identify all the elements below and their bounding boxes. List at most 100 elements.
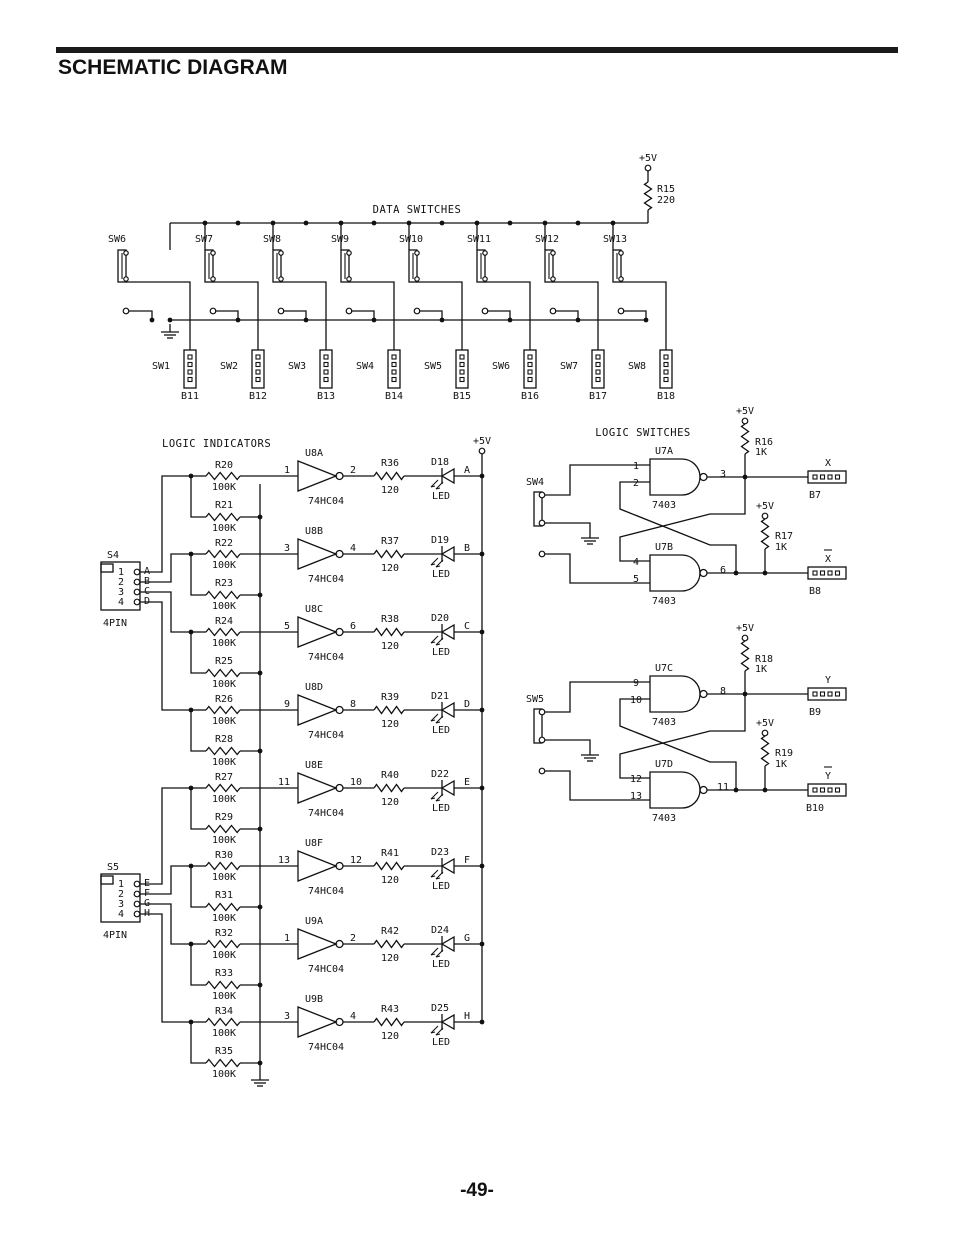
resistor-ref: R34 — [215, 1006, 233, 1017]
terminal — [482, 250, 488, 256]
pin-number: 2 — [350, 465, 356, 476]
terminal — [133, 880, 141, 888]
pin-number: 2 — [633, 478, 639, 489]
resistor-value: 100K — [212, 757, 236, 768]
connector-B11 — [183, 349, 197, 389]
connector-ref: B8 — [809, 586, 821, 597]
gate-ref: U8E — [305, 760, 323, 771]
inverter-U8E — [297, 772, 344, 804]
terminal — [550, 250, 556, 256]
resistor-ref: R36 — [381, 458, 399, 469]
resistor-value: 120 — [381, 641, 399, 652]
junction-dot — [507, 220, 513, 226]
inversion-bubble — [699, 785, 708, 795]
junction-dot — [257, 592, 263, 598]
chip-label: 74HC04 — [308, 964, 344, 975]
resistor-value: 1K — [775, 542, 787, 553]
connector-ref: S5 — [107, 862, 119, 873]
connector-ref: B15 — [453, 391, 471, 402]
vcc-terminal: +5V — [736, 623, 754, 642]
junction-dot — [507, 317, 513, 323]
terminal — [741, 634, 749, 642]
led-ref: D25 — [431, 1003, 449, 1014]
terminal — [133, 588, 141, 596]
resistor-value: 100K — [212, 1069, 236, 1080]
inverter-U8F — [297, 850, 344, 882]
vcc-terminal: +5V — [736, 406, 754, 425]
led-ref: D23 — [431, 847, 449, 858]
resistor-value: 220 — [657, 195, 675, 206]
data-switches-section: DATA SWITCHES+5VR15220SW6SW1B11SW7SW2B12… — [108, 153, 675, 402]
connector-body — [100, 873, 141, 923]
chip-label: 74HC04 — [308, 652, 344, 663]
chip-label: 7403 — [652, 500, 676, 511]
terminal — [644, 164, 652, 172]
page-number: -49- — [460, 1180, 494, 1201]
chip-label: 74HC04 — [308, 886, 344, 897]
signal-label: X — [825, 554, 831, 565]
terminal — [617, 307, 625, 315]
resistor-value: 100K — [212, 950, 236, 961]
connector-ref: B18 — [657, 391, 675, 402]
pin-number: 1 — [633, 461, 639, 472]
signal-label: B — [464, 543, 470, 554]
connector-ref: B14 — [385, 391, 403, 402]
junction-dot — [303, 220, 309, 226]
junction-dot — [257, 1060, 263, 1066]
ground-symbol — [581, 530, 599, 545]
junction-dot — [371, 317, 377, 323]
terminal — [538, 708, 546, 716]
gate-ref: U8B — [305, 526, 323, 537]
led-label: LED — [432, 647, 450, 658]
switch-label: SW8 — [263, 234, 281, 245]
led-label: LED — [432, 725, 450, 736]
inverter-U9A — [297, 928, 344, 960]
resistor-value: 100K — [212, 794, 236, 805]
junction-dot — [479, 551, 485, 557]
junction-dot — [733, 570, 739, 576]
pin-number: 10 — [630, 695, 642, 706]
slide-switch-symbol — [204, 249, 216, 283]
latch-SW5: SW5U7C74039108U7D7403121311+5VR181K+5VR1… — [526, 623, 847, 824]
resistor-value: 100K — [212, 679, 236, 690]
junction-dot — [542, 220, 548, 226]
resistor-value: 100K — [212, 991, 236, 1002]
led-ref: D21 — [431, 691, 449, 702]
pin-number: 1 — [118, 567, 124, 578]
led-symbol — [430, 857, 455, 880]
junction-dot — [257, 982, 263, 988]
slide-switch-symbol — [408, 249, 420, 283]
gate-ref: U8D — [305, 682, 323, 693]
slide-switch-symbol — [476, 249, 488, 283]
pin-number: 8 — [720, 686, 726, 697]
junction-dot — [479, 863, 485, 869]
connector-switch-label: SW4 — [356, 361, 374, 372]
pin-number: 3 — [118, 587, 124, 598]
resistor-value: 100K — [212, 913, 236, 924]
vcc-terminal: +5V — [756, 501, 774, 520]
pin-number: 12 — [350, 855, 362, 866]
pin-number: 4 — [633, 557, 639, 568]
led-label: LED — [432, 881, 450, 892]
junction-dot — [371, 220, 377, 226]
inverter-U8C — [297, 616, 344, 648]
header-rule — [56, 47, 898, 53]
connector-S4 — [100, 563, 114, 573]
pin-number: 8 — [350, 699, 356, 710]
chip-label: 74HC04 — [308, 730, 344, 741]
connector-ref: B9 — [809, 707, 821, 718]
signal-label: G — [464, 933, 470, 944]
connector-B15 — [455, 349, 469, 389]
junction-dot — [479, 941, 485, 947]
connector-B7 — [807, 470, 847, 484]
resistor-ref: R16 — [755, 437, 773, 448]
resistor-ref: R39 — [381, 692, 399, 703]
switch-label: SW4 — [526, 477, 544, 488]
gate-ref: U7B — [655, 542, 673, 553]
led-ref: D20 — [431, 613, 449, 624]
pin-number: 12 — [630, 774, 642, 785]
